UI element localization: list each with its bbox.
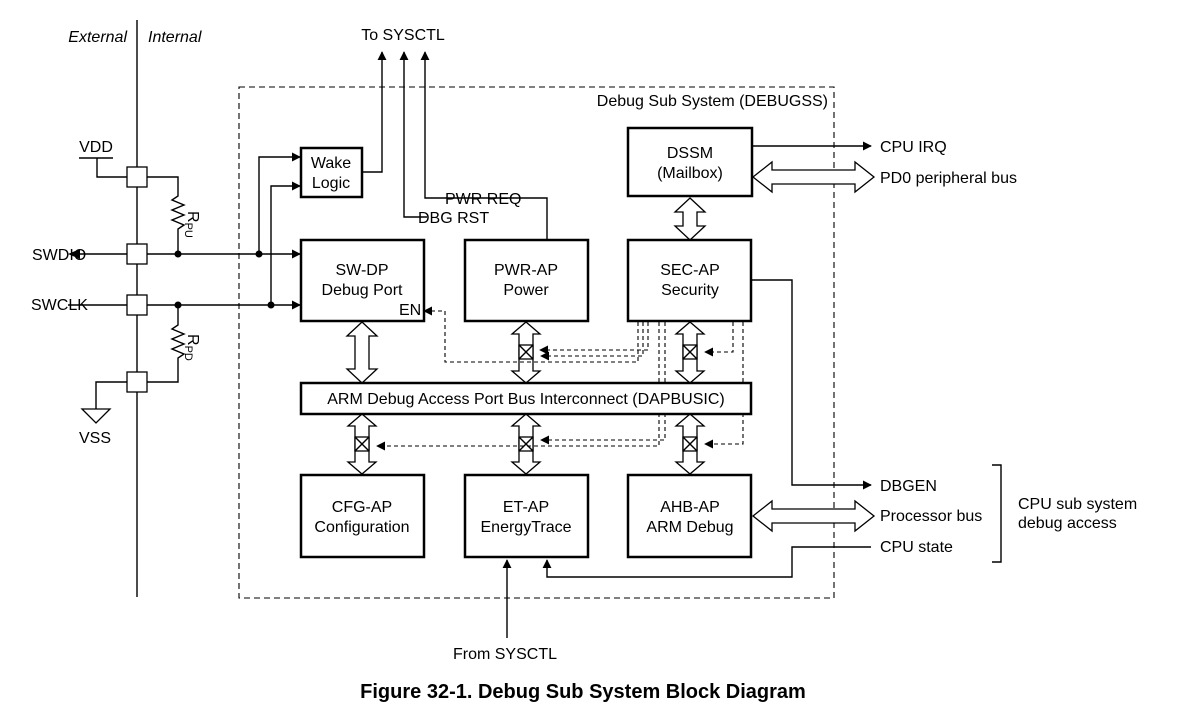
ahbap-block bbox=[626, 473, 753, 559]
pullup-resistor bbox=[147, 176, 186, 254]
dapbusic-block bbox=[299, 381, 753, 416]
swdp-dap-arrow bbox=[345, 321, 379, 384]
swdio-label: SWDIO bbox=[32, 247, 86, 264]
secap-block bbox=[626, 238, 753, 323]
processor-bus-label: Processor bus bbox=[880, 508, 982, 525]
cpu-subsystem-label-line1: CPU sub system bbox=[1018, 496, 1137, 513]
dssm-title: DSSM bbox=[667, 145, 713, 162]
rpu-label: RPU bbox=[182, 211, 201, 238]
swdp-block bbox=[299, 238, 426, 323]
pwrap-block bbox=[463, 238, 590, 323]
swdp-subtitle: Debug Port bbox=[322, 282, 403, 299]
wake-logic-subtitle: Logic bbox=[312, 175, 350, 192]
cfgap-title: CFG-AP bbox=[332, 499, 392, 516]
pd0-bus-label: PD0 peripheral bus bbox=[880, 170, 1017, 187]
dssm-subtitle: (Mailbox) bbox=[657, 165, 723, 182]
dssm-block bbox=[626, 126, 754, 198]
cpu-subsystem-bracket bbox=[992, 464, 1002, 563]
swclk-label: SWCLK bbox=[31, 297, 88, 314]
swdio-arrow-left bbox=[68, 249, 80, 259]
vdd-pad bbox=[126, 166, 148, 188]
internal-label: Internal bbox=[148, 29, 202, 46]
pwr-req-label: PWR REQ bbox=[445, 191, 521, 208]
ahbap-title: AHB-AP bbox=[660, 499, 720, 516]
ahbap-subtitle: ARM Debug bbox=[646, 519, 733, 536]
mux-ahbap bbox=[682, 436, 698, 452]
dssm-secap-arrow bbox=[673, 197, 707, 241]
swdp-title: SW-DP bbox=[335, 262, 388, 279]
debugss-label: Debug Sub System (DEBUGSS) bbox=[597, 93, 828, 110]
wake-logic-block bbox=[299, 146, 364, 199]
from-sysctl-label: From SYSCTL bbox=[453, 646, 557, 663]
mux-cfgap bbox=[354, 436, 370, 452]
vdd-label: VDD bbox=[79, 139, 113, 156]
pulldown-resistor bbox=[147, 305, 186, 383]
dapbusic-label: ARM Debug Access Port Bus Interconnect (… bbox=[327, 391, 724, 408]
ground-symbol bbox=[80, 408, 112, 424]
pd0-bus-arrow bbox=[751, 160, 876, 194]
vss-pad bbox=[126, 371, 148, 393]
etap-title: ET-AP bbox=[503, 499, 549, 516]
external-label: External bbox=[68, 29, 127, 46]
to-sysctl-label: To SYSCTL bbox=[361, 27, 445, 44]
wake-logic-title: Wake bbox=[311, 155, 351, 172]
dbg-rst-label: DBG RST bbox=[418, 210, 489, 227]
debugss-boundary bbox=[238, 86, 835, 599]
mux-etap bbox=[518, 436, 534, 452]
swclk-pad bbox=[126, 294, 148, 316]
mux-secap bbox=[682, 344, 698, 360]
cfgap-block bbox=[299, 473, 426, 559]
mux-pwrap bbox=[518, 344, 534, 360]
swdio-pad bbox=[126, 243, 148, 265]
cpu-state-label: CPU state bbox=[880, 539, 953, 556]
etap-block bbox=[463, 473, 590, 559]
en-control-line bbox=[423, 306, 639, 363]
pwrap-title: PWR-AP bbox=[494, 262, 558, 279]
secap-title: SEC-AP bbox=[660, 262, 720, 279]
secap-subtitle: Security bbox=[661, 282, 719, 299]
pwrap-subtitle: Power bbox=[503, 282, 549, 299]
processor-bus-arrow bbox=[751, 499, 876, 533]
dbgen-label: DBGEN bbox=[880, 478, 937, 495]
rpd-label: RPD bbox=[182, 334, 201, 361]
cpu-irq-label: CPU IRQ bbox=[880, 139, 947, 156]
en-label: EN bbox=[399, 302, 421, 319]
etap-subtitle: EnergyTrace bbox=[481, 519, 572, 536]
figure-caption: Figure 32-1. Debug Sub System Block Diag… bbox=[360, 681, 806, 703]
cfgap-subtitle: Configuration bbox=[314, 519, 409, 536]
cpu-subsystem-label-line2: debug access bbox=[1018, 515, 1117, 532]
vss-label: VSS bbox=[79, 430, 111, 447]
